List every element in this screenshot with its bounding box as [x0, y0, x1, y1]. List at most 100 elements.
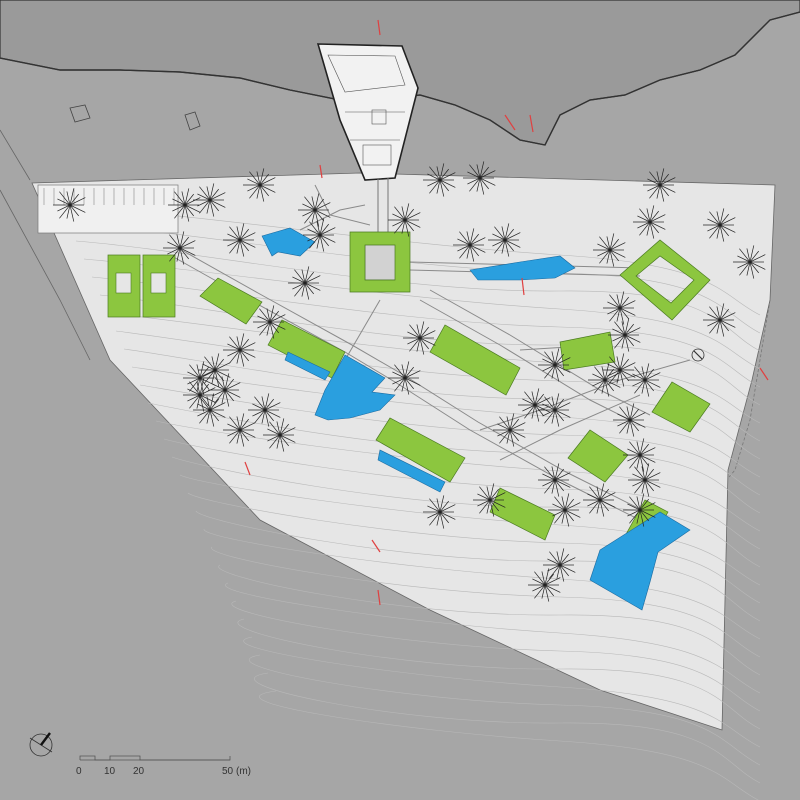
contour-line	[115, 330, 761, 442]
tree-icon	[608, 318, 641, 352]
tree-icon	[488, 223, 521, 257]
contour-line	[254, 672, 761, 784]
tree-icon	[253, 305, 286, 339]
tree-icon	[248, 393, 281, 427]
roof-central	[349, 231, 411, 293]
contour-line	[203, 528, 761, 640]
contour-line	[91, 276, 761, 388]
court-inner	[150, 272, 167, 294]
tree-icon	[613, 403, 646, 437]
tree-icon	[183, 361, 216, 395]
tree-icon	[193, 183, 226, 217]
contour-line	[83, 258, 761, 370]
tree-icon	[53, 188, 86, 222]
tree-icon	[288, 266, 321, 300]
tree-icon	[628, 363, 661, 397]
contour-line	[243, 636, 761, 748]
tree-icon	[593, 233, 626, 267]
tree-icon	[453, 228, 486, 262]
pool	[589, 511, 691, 611]
tree-icon	[263, 418, 296, 452]
pool	[469, 255, 576, 281]
trees	[53, 161, 766, 602]
tree-icon	[583, 483, 616, 517]
roof-block	[375, 417, 466, 483]
tree-icon	[548, 493, 581, 527]
north-arrow-icon	[29, 732, 53, 757]
tree-icon	[423, 163, 456, 197]
tree-icon	[628, 463, 661, 497]
tree-icon	[528, 568, 561, 602]
tree-icon	[463, 161, 496, 195]
tree-icon	[473, 483, 506, 517]
tree-icon	[543, 548, 576, 582]
roof-block	[651, 381, 711, 433]
tree-icon	[538, 348, 571, 382]
pool	[261, 227, 316, 257]
tree-icon	[223, 413, 256, 447]
contour-line	[195, 510, 761, 622]
contour-line	[163, 438, 761, 550]
tree-icon	[623, 438, 656, 472]
tree-icon	[303, 218, 336, 252]
contour-line	[187, 492, 761, 604]
roof-block	[199, 277, 263, 325]
contour-line	[107, 312, 761, 424]
contour-line	[259, 690, 759, 800]
court-inner	[115, 272, 132, 294]
contour-line	[147, 402, 761, 514]
compass-marker	[691, 348, 705, 362]
contour-line	[59, 204, 761, 316]
coastline	[0, 11, 800, 146]
roof-block	[429, 324, 521, 396]
pool	[284, 351, 331, 381]
tree-icon	[633, 205, 666, 239]
tree-icon	[603, 291, 636, 325]
tree-icon	[298, 193, 331, 227]
contour-line	[225, 582, 761, 694]
tree-icon	[223, 333, 256, 367]
outbuilding	[184, 111, 201, 131]
contour-line	[155, 420, 761, 532]
scale-tick-50: 50	[222, 766, 234, 777]
terrain-line	[0, 129, 31, 181]
pool	[377, 449, 446, 493]
contour-line	[231, 600, 761, 712]
tree-icon	[388, 203, 421, 237]
contour-line	[249, 654, 761, 766]
terrain-line	[0, 189, 91, 361]
contour-line	[99, 294, 761, 406]
tree-icon	[703, 303, 736, 337]
tree-icon	[423, 495, 456, 529]
tree-icon	[733, 245, 766, 279]
contour-line	[123, 348, 761, 460]
tree-icon	[603, 353, 636, 387]
scale-unit: (m)	[236, 766, 251, 777]
entrance-tower	[316, 43, 419, 235]
tree-icon	[223, 223, 256, 257]
outbuilding	[69, 104, 91, 123]
section-marks	[244, 19, 769, 606]
contour-lines	[59, 204, 761, 800]
roof-block	[559, 331, 616, 371]
scale-bar: 0 10 20 50 (m)	[76, 755, 251, 777]
contour-line	[237, 618, 761, 730]
tree-icon	[643, 168, 676, 202]
tree-icon	[538, 463, 571, 497]
tree-icon	[623, 493, 656, 527]
pool	[314, 354, 396, 421]
tree-icon	[168, 188, 201, 222]
tree-icon	[193, 393, 226, 427]
tree-icon	[493, 413, 526, 447]
tree-icon	[588, 363, 621, 397]
tree-icon	[388, 361, 421, 395]
tree-icon	[198, 353, 231, 387]
tree-icon	[243, 168, 276, 202]
tree-icon	[703, 208, 736, 242]
pools	[261, 227, 691, 611]
tree-icon	[538, 393, 571, 427]
scale-tick-0: 0	[76, 766, 82, 777]
contour-line	[218, 564, 761, 676]
tree-icon	[163, 231, 196, 265]
